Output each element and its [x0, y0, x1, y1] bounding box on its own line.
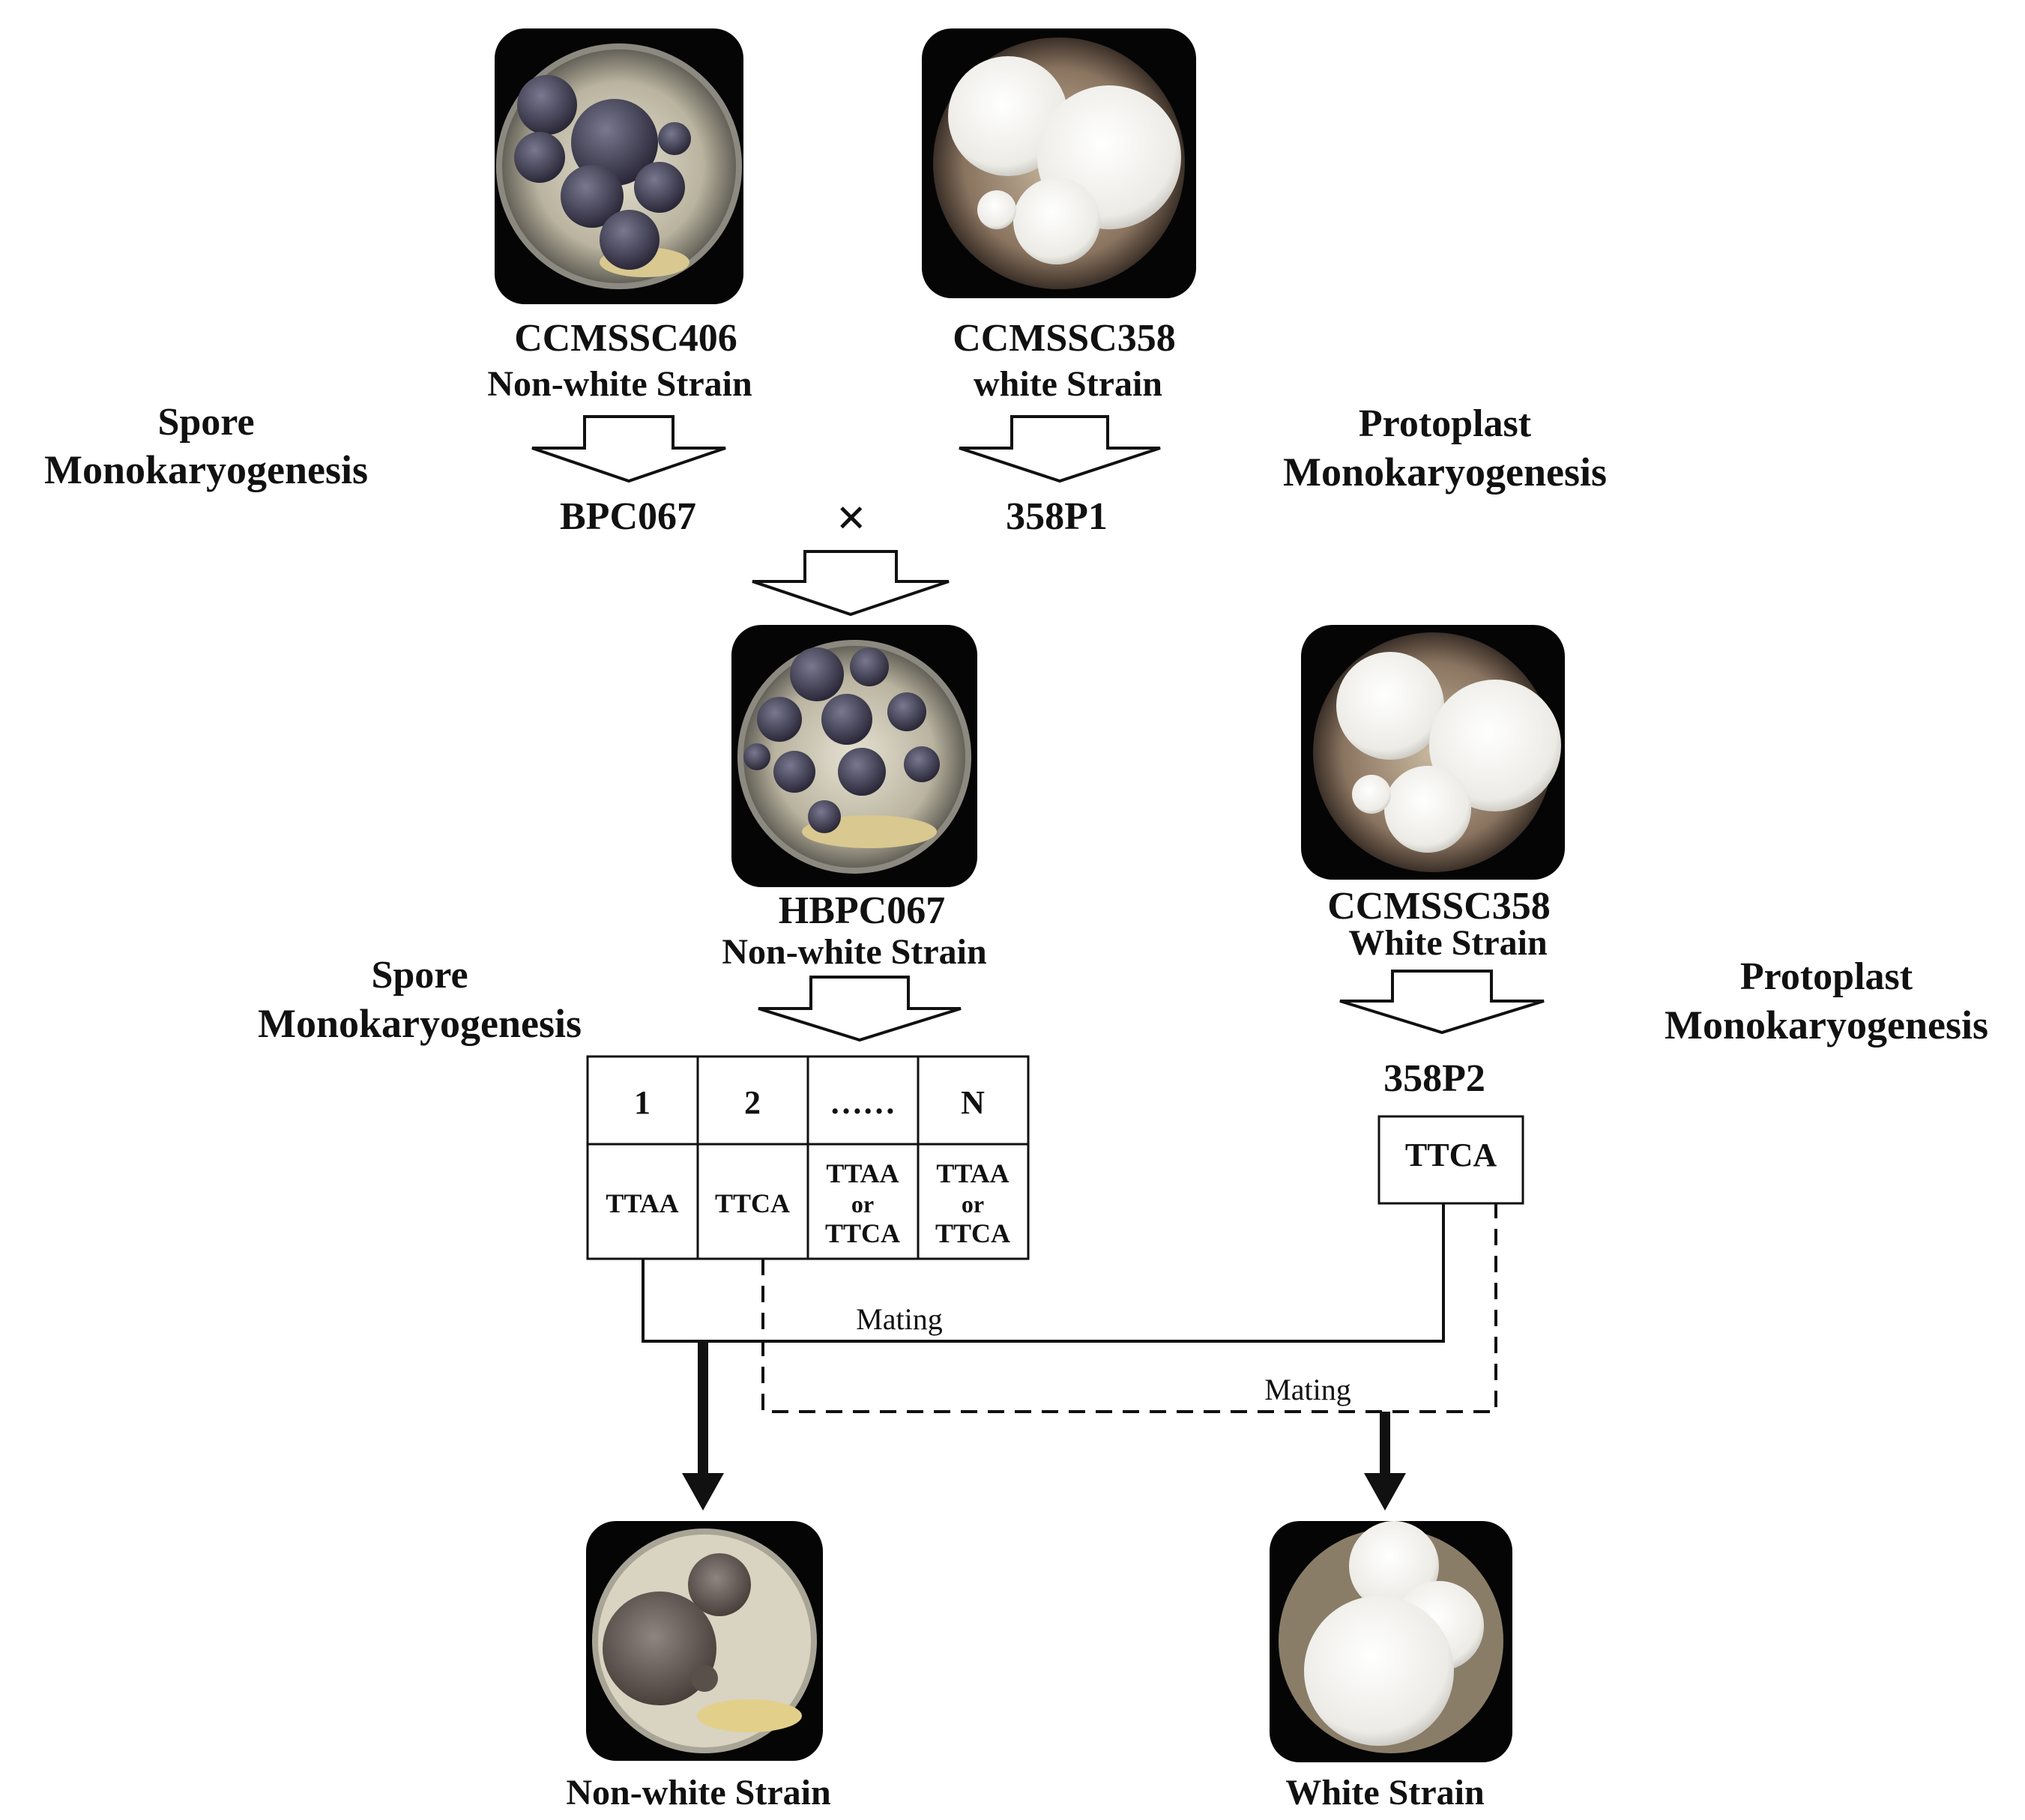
table-cell-n-line3: TTCA	[935, 1218, 1010, 1248]
hollow-arrow-right-top	[959, 415, 1161, 483]
parent-left-name: CCMSSC406	[514, 317, 737, 360]
genotype-table: 1 2 …… N TTAA TTCA TTAA or TTCA TTAA or …	[586, 1055, 1030, 1260]
mating-line-dashed	[761, 1203, 1497, 1413]
mating-label-solid: Mating	[856, 1302, 943, 1336]
table-cell-3-line3: TTCA	[825, 1218, 900, 1248]
process-protoplast-mid-line1: Protoplast	[1740, 955, 1913, 998]
photo-hbpc067	[731, 625, 977, 887]
table-cell-n-line1: TTAA	[936, 1158, 1009, 1188]
photo-result-nonwhite	[586, 1521, 823, 1761]
arrow-to-white-result	[1364, 1412, 1406, 1511]
hybrid-name: HBPC067	[779, 889, 945, 932]
hollow-arrow-parent2-to-p2	[1339, 970, 1545, 1035]
table-cell-n-line2: or	[962, 1191, 984, 1218]
parent-right-name: CCMSSC358	[953, 317, 1176, 360]
photo-ccmssc358-top	[922, 28, 1196, 298]
parent-left-type: Non-white Strain	[487, 364, 752, 404]
arrow-to-nonwhite-result	[682, 1341, 724, 1511]
p2-name: 358P2	[1383, 1057, 1485, 1100]
table-cell-3-line2: or	[851, 1191, 874, 1218]
mating-label-dashed: Mating	[1264, 1373, 1351, 1406]
monokaryon-right: 358P1	[1006, 495, 1108, 538]
mating-line-solid	[642, 1203, 1445, 1343]
result-white-label: White Strain	[1285, 1773, 1484, 1813]
monokaryon-left: BPC067	[560, 495, 696, 538]
process-spore-mid-line2: Monokaryogenesis	[258, 1001, 582, 1046]
table-cell-3-line1: TTAA	[826, 1158, 899, 1188]
photo-ccmssc406	[495, 28, 743, 304]
parent2-type: White Strain	[1348, 923, 1547, 963]
table-header-2: 2	[744, 1084, 761, 1121]
photo-ccmssc358-mid	[1301, 625, 1565, 880]
parent-right-type: white Strain	[974, 364, 1162, 404]
hollow-arrow-hybrid-to-table	[758, 976, 962, 1042]
table-header-n: N	[961, 1084, 985, 1121]
photo-result-white	[1270, 1521, 1512, 1762]
process-protoplast-mid-line2: Monokaryogenesis	[1665, 1003, 1988, 1047]
process-spore-mid-line1: Spore	[371, 954, 468, 997]
hollow-arrow-to-hybrid	[752, 550, 950, 617]
parent2-name: CCMSSC358	[1327, 885, 1551, 928]
table-header-ellipsis: ……	[830, 1084, 896, 1121]
process-spore-top-line1: Spore	[157, 401, 254, 444]
table-cell-2: TTCA	[715, 1188, 790, 1218]
hollow-arrow-left-top	[531, 415, 726, 483]
cross-symbol: ×	[836, 489, 866, 547]
process-spore-top-line2: Monokaryogenesis	[44, 447, 368, 492]
p2-genotype: TTCA	[1405, 1137, 1497, 1173]
hybrid-type: Non-white Strain	[722, 932, 986, 972]
result-nonwhite-label: Non-white Strain	[566, 1773, 830, 1813]
table-header-1: 1	[634, 1084, 651, 1121]
process-protoplast-top-line1: Protoplast	[1359, 402, 1532, 445]
table-cell-1: TTAA	[606, 1188, 678, 1218]
p2-genotype-box: TTCA	[1377, 1115, 1524, 1205]
process-protoplast-top-line2: Monokaryogenesis	[1283, 450, 1607, 495]
